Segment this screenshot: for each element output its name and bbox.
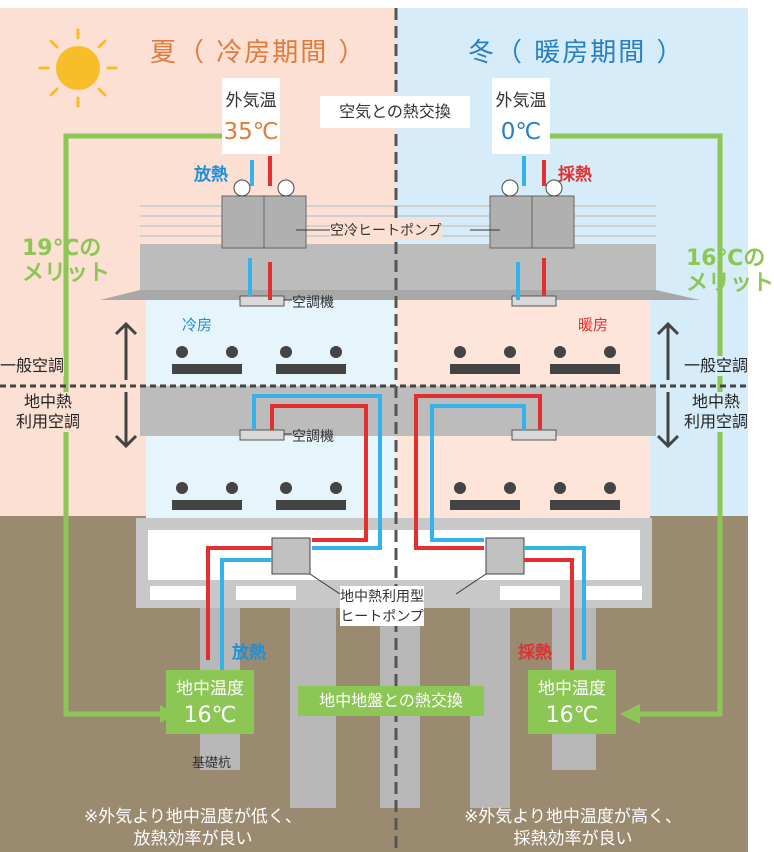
air-exchange-label: 空気との熱交換 [320,96,470,128]
winter-note-line1: ※外気より地中温度が高く、 [464,807,682,827]
heating-label: 暖房 [578,316,609,334]
winter-outdoor-temp-value: 0℃ [500,119,542,145]
summer-merit-line2: メリット [22,261,111,286]
ac-unit-upper-winter [511,295,557,307]
ground-temp-right-value: 16℃ [545,703,599,728]
basement-beam-2 [236,586,296,600]
summer-note-line1: ※外気より地中温度が低く、 [84,807,302,827]
summer-outdoor-temp-label: 外気温 [225,91,277,111]
middle-slab [140,386,656,436]
summer-merit-label: 19℃の メリット [22,236,110,286]
winter-collect-label: 採熱 [558,165,592,185]
top-white-strip [0,0,759,8]
air-heat-pump-summer [221,179,307,249]
foundation-pile-label: 基礎杭 [192,756,232,771]
ac-unit-lower-label: 空調機 [292,429,334,445]
summer-note: ※外気より地中温度が低く、 放熱効率が良い [84,806,302,850]
winter-title: 冬（ 暖房期間 ） [468,38,685,68]
general-ac-right-label: 一般空調 [684,356,749,376]
basement-inner [148,530,640,580]
ac-unit-upper-summer [239,295,285,307]
summer-pipes [206,156,382,670]
zone-arrows [114,321,680,449]
winter-merit-line2: メリット [686,271,774,296]
cooling-label: 冷房 [182,316,213,334]
air-heat-pump-winter [489,179,575,249]
ground-exchange-label: 地中地盤との熱交換 [298,686,484,716]
geo-heat-pump-label-line2: ヒートポンプ [340,609,424,625]
summer-outdoor-temp-value: 35℃ [223,119,279,145]
geo-heat-pump-label-line1: 地中熱利用型 [340,589,424,605]
geo-ac-right-line2: 利用空調 [684,412,749,431]
geo-ac-right-label: 地中熱 利用空調 [684,392,749,432]
roof-slab [100,290,700,300]
ground-temp-left-box: 地中温度 16℃ [166,670,254,734]
geo-heat-pump-winter [485,537,525,575]
ground-temp-left-label: 地中温度 [176,679,244,699]
basement-beam-3 [500,586,560,600]
ac-unit-lower-winter [511,429,557,441]
ground-release-label: 放熱 [232,643,266,663]
basement-beam-4 [586,586,642,600]
ground-temp-left-value: 16℃ [183,703,237,728]
summer-title: 夏（ 冷房期間 ） [150,38,367,68]
leader-lines [284,229,500,595]
right-white-strip [748,0,759,852]
basement-beam-1 [150,586,210,600]
geo-heat-pump-summer [271,537,311,575]
winter-outdoor-temp-box: 外気温 0℃ [492,78,550,154]
winter-note-line2: 採熱効率が良い [513,829,633,849]
geo-ac-left-label: 地中熱 利用空調 [16,392,81,432]
office-furniture [172,346,620,510]
summer-release-label: 放熱 [194,165,228,185]
geo-ac-left-line1: 地中熱 [24,392,73,411]
geo-heat-pump-label: 地中熱利用型 ヒートポンプ [340,586,424,626]
winter-merit-arrowhead [620,704,640,724]
summer-note-line2: 放熱効率が良い [133,829,253,849]
summer-merit-line1: 19℃の [22,236,102,261]
ground-collect-label: 採熱 [518,643,552,663]
geo-ac-left-line2: 利用空調 [16,412,81,431]
geo-ac-right-line1: 地中熱 [692,392,741,411]
ac-unit-lower-summer [239,429,285,441]
general-ac-left-label: 一般空調 [0,356,65,376]
winter-merit-line1: 16℃の [686,246,766,271]
sun-icon [38,28,118,108]
air-heat-pump-label: 空冷ヒートポンプ [330,220,442,240]
winter-merit-label: 16℃の メリット [686,246,774,296]
ac-unit-upper-label: 空調機 [292,295,334,311]
summer-outdoor-temp-box: 外気温 35℃ [222,78,280,154]
winter-pipes [414,156,586,670]
ground-temp-right-label: 地中温度 [538,679,606,699]
ground-temp-right-box: 地中温度 16℃ [528,670,616,734]
winter-note: ※外気より地中温度が高く、 採熱効率が良い [464,806,682,850]
winter-outdoor-temp-label: 外気温 [495,91,547,111]
